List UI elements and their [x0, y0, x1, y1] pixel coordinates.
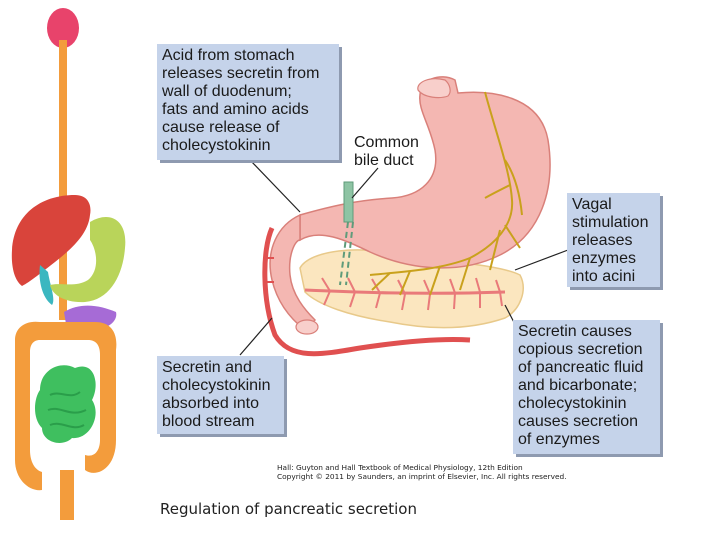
absorbed-blood-callout: Secretin and cholecystokinin absorbed in… [157, 356, 284, 434]
vagal-stimulation-callout: Vagal stimulation releases enzymes into … [567, 193, 660, 287]
slide-caption: Regulation of pancreatic secretion [160, 500, 417, 518]
common-bile-duct [343, 181, 354, 223]
textbook-credit-line-1: Hall: Guyton and Hall Textbook of Medica… [277, 463, 523, 472]
rectum-icon [60, 470, 74, 520]
acid-secretin-callout: Acid from stomach releases secretin from… [157, 44, 339, 160]
vagal-nerve [369, 91, 523, 296]
blood-vessel [262, 226, 471, 357]
large-intestine-icon [15, 321, 117, 491]
gallbladder-icon [39, 265, 54, 305]
esophagus-icon [59, 40, 67, 320]
digestive-system-icon [11, 8, 126, 520]
pointer-lines [239, 159, 569, 356]
common-bile-duct-label: Common bile duct [354, 134, 419, 169]
textbook-credit-line-2: Copyright © 2011 by Saunders, an imprint… [277, 472, 567, 481]
secretin-effects-callout: Secretin causes copious secretion of pan… [513, 320, 660, 454]
small-intestine-icon [35, 365, 96, 443]
stomach [299, 76, 551, 269]
liver-icon [11, 195, 91, 286]
stomach-icon [50, 217, 126, 303]
mouth-icon [47, 8, 79, 48]
pancreatic-duct [304, 288, 506, 295]
pancreatic-acini [321, 277, 503, 311]
